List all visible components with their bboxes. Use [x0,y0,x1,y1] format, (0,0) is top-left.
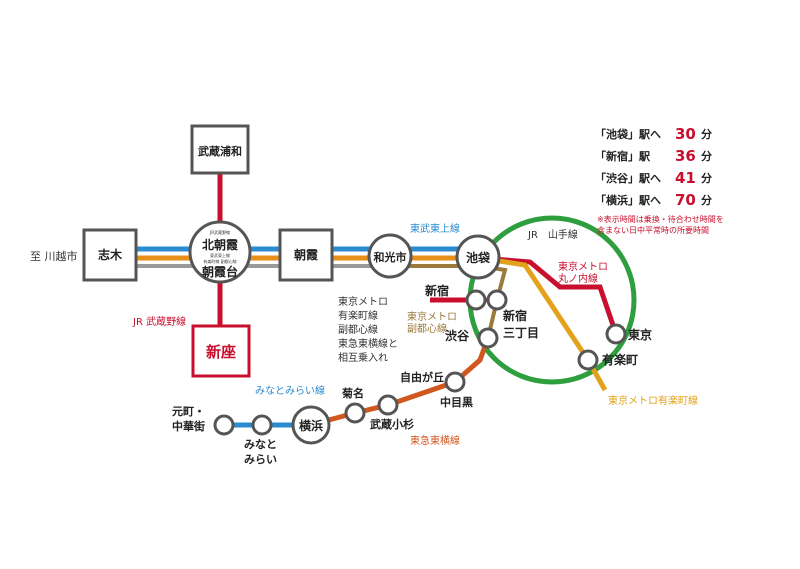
motomachi-label-2: 中華街 [172,419,205,433]
svg-text:「横浜」駅へ: 「横浜」駅へ [595,193,661,207]
svg-text:分: 分 [701,171,712,185]
yamanote-label: JR 山手線 [527,228,578,241]
svg-text:「新宿」駅: 「新宿」駅 [595,149,650,163]
svg-text:36: 36 [675,147,696,165]
wakoshi-circle[interactable] [367,233,413,279]
shinjuku-sanchome-dot[interactable] [486,289,508,311]
travel-time-row: 「渋谷」駅へ 41 分 [595,169,712,187]
shibuya-dot[interactable] [477,327,499,349]
kikuna-label: 菊名 [342,386,364,400]
asaka-box[interactable] [278,228,334,282]
kitaasaka-lines-1: JR武蔵野線 [209,229,230,235]
ikebukuro-circle[interactable] [455,234,501,280]
musashiurawa-label: 武蔵浦和 [198,144,242,158]
marunouchi-label-1: 東京メトロ [558,260,608,273]
musashikosugi-label: 武蔵小杉 [370,417,414,431]
svg-text:30: 30 [675,125,696,143]
jr-musashino-label: JR 武蔵野線 [132,315,186,328]
travel-time-row: 「新宿」駅 36 分 [595,147,712,165]
shinjuku-sanchome-label-1: 新宿 [503,308,527,323]
svg-text:相互乗入れ: 相互乗入れ [338,351,388,364]
svg-text:有楽町線: 有楽町線 [338,309,378,322]
jiyugaoka-label: 自由が丘 [400,370,444,384]
shinjuku-label: 新宿 [425,283,449,298]
niiza-label: 新座 [206,343,236,361]
yurakucho-label: 有楽町 [602,352,638,367]
svg-text:分: 分 [701,127,712,141]
svg-text:「池袋」駅へ: 「池袋」駅へ [595,127,661,141]
tokyo-dot[interactable] [605,323,627,345]
asakadai-label: 朝霞台 [202,264,238,279]
minatomirai-line-label: みなとみらい線 [255,384,325,397]
niiza-box[interactable] [191,324,251,378]
svg-text:70: 70 [675,191,696,209]
svg-text:分: 分 [701,149,712,163]
yurakucho-dot[interactable] [577,349,599,371]
wakoshi-through-note: 東京メトロ 有楽町線 副都心線 東急東横線と 相互乗入れ [338,295,398,364]
ikebukuro-label: 池袋 [466,250,491,265]
fukutoshin-label-2: 副都心線 [407,322,447,335]
shibuya-label: 渋谷 [445,328,470,343]
station-dots [213,289,627,436]
toyoko-label: 東急東横線 [410,434,460,447]
wakoshi-label: 和光市 [374,250,407,264]
tokyo-label: 東京 [628,327,652,342]
travel-times-legend: 「池袋」駅へ 30 分 「新宿」駅 36 分 「渋谷」駅へ 41 分 「横浜」駅… [595,125,724,235]
kitaasaka-asakadai-circle[interactable] [188,220,252,284]
jiyugaoka-dot[interactable] [444,371,466,393]
svg-text:副都心線: 副都心線 [338,323,378,336]
shinjuku-sanchome-label-2: 三丁目 [503,326,539,340]
nakameguro-label: 中目黒 [440,395,473,409]
travel-time-row: 「池袋」駅へ 30 分 [595,125,712,143]
prefix-label: 至 川越市 [30,249,78,263]
kitaasaka-label: 北朝霞 [202,237,239,252]
asaka-label: 朝霞 [294,247,319,262]
yokohama-label: 横浜 [299,418,323,433]
musashiurawa-box[interactable] [190,124,250,175]
yokohama-circle[interactable] [291,405,331,445]
svg-text:分: 分 [701,193,712,207]
yurakucho-line-label: 東京メトロ有楽町線 [608,394,698,407]
svg-text:41: 41 [675,169,696,187]
shiki-box[interactable] [82,228,138,282]
marunouchi-label-2: 丸ノ内線 [558,272,598,285]
svg-text:東京メトロ: 東京メトロ [338,295,388,308]
svg-text:東急東横線と: 東急東横線と [338,337,398,350]
minatomirai-label-2: みらい [244,453,277,466]
legend-note-2: 含まない日中平常時の所要時間 [597,225,709,235]
kikuna-dot[interactable] [344,402,366,424]
travel-time-row: 「横浜」駅へ 70 分 [595,191,712,209]
minatomirai-label-1: みなと [244,438,277,451]
tobu-tojo-label: 東武東上線 [410,222,460,235]
shinjuku-dot[interactable] [465,289,487,311]
kitaasaka-lines-2: 東武東上線 [210,252,230,258]
shiki-label: 志木 [98,247,123,262]
kitaasaka-lines-3: 有楽町線 副都心線 [203,258,236,264]
legend-note-1: ※表示時間は乗換・待合わせ時間を [597,214,724,224]
motomachi-label-1: 元町・ [172,405,205,418]
fukutoshin-label-1: 東京メトロ [407,310,457,323]
motomachi-dot[interactable] [213,414,235,436]
minatomirai-dot[interactable] [251,414,273,436]
yurakucho-line [479,255,608,392]
svg-text:「渋谷」駅へ: 「渋谷」駅へ [595,171,661,185]
musashikosugi-dot[interactable] [377,394,399,416]
